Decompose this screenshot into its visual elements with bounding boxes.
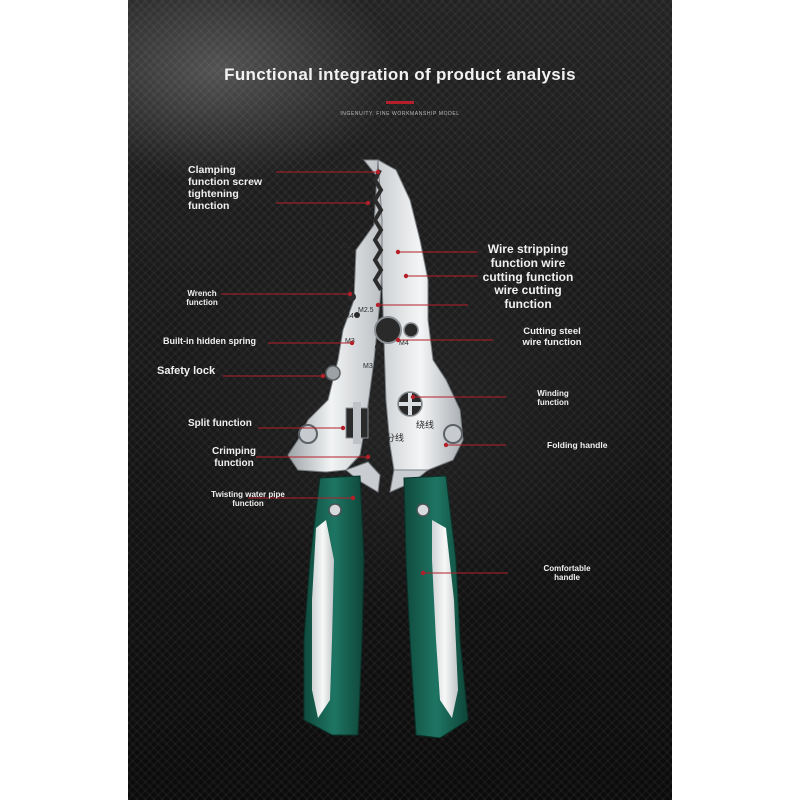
page-subtitle: INGENUITY, FINE WORKMANSHIP MODEL — [340, 111, 460, 117]
marking-m2: M2 — [342, 243, 352, 250]
rivet — [298, 424, 318, 444]
label-folding-handle: Folding handle — [547, 440, 608, 450]
label-wrench: Wrench function — [186, 289, 218, 308]
label-clamping: Clamping function screw tightening funct… — [188, 164, 263, 213]
spring-hole — [374, 316, 402, 344]
left-handle — [303, 475, 365, 736]
label-winding: Winding function — [537, 389, 569, 408]
marking-split-cn: 分线 — [386, 432, 404, 443]
marking-m4: M4 — [344, 313, 354, 320]
label-spring: Built-in hidden spring — [163, 336, 256, 346]
label-crimping: Crimping function — [212, 446, 256, 469]
marking-m3-5: M3.5 — [363, 363, 379, 370]
product-infographic: M2 M4 M2.5 M3 M3.5 M4 分线 绕线 — [128, 0, 672, 800]
label-wire-stripping: Wire stripping function wire cutting fun… — [482, 242, 574, 312]
title-accent-bar — [386, 101, 414, 104]
callout-lines — [221, 171, 508, 574]
size-markings: M2 M4 M2.5 M3 M3.5 M4 分线 绕线 — [342, 243, 434, 443]
left-jaw — [287, 159, 385, 493]
pliers-illustration: M2 M4 M2.5 M3 M3.5 M4 分线 绕线 — [221, 159, 508, 739]
marking-m4-right: M4 — [399, 340, 409, 347]
label-comfortable-handle: Comfortable handle — [543, 564, 591, 583]
jaw-teeth — [372, 169, 384, 292]
page-title: Functional integration of product analys… — [224, 65, 576, 84]
marking-m3: M3 — [345, 338, 355, 345]
marking-winding-cn: 绕线 — [416, 419, 434, 430]
rivet — [443, 424, 463, 444]
label-twisting: Twisting water pipe function — [211, 490, 285, 509]
stripping-hole — [375, 344, 381, 350]
stripping-hole — [354, 312, 360, 318]
right-handle — [403, 475, 469, 739]
stripping-hole — [403, 322, 419, 338]
callout-dots — [320, 169, 449, 576]
winding-cross-icon — [397, 391, 423, 417]
marking-m2-5: M2.5 — [358, 307, 374, 314]
safety-lock-button — [325, 365, 341, 381]
label-cutting-steel: Cutting steel wire function — [522, 326, 582, 348]
label-split: Split function — [188, 418, 252, 429]
split-block — [345, 402, 369, 444]
label-safety-lock: Safety lock — [157, 365, 216, 377]
